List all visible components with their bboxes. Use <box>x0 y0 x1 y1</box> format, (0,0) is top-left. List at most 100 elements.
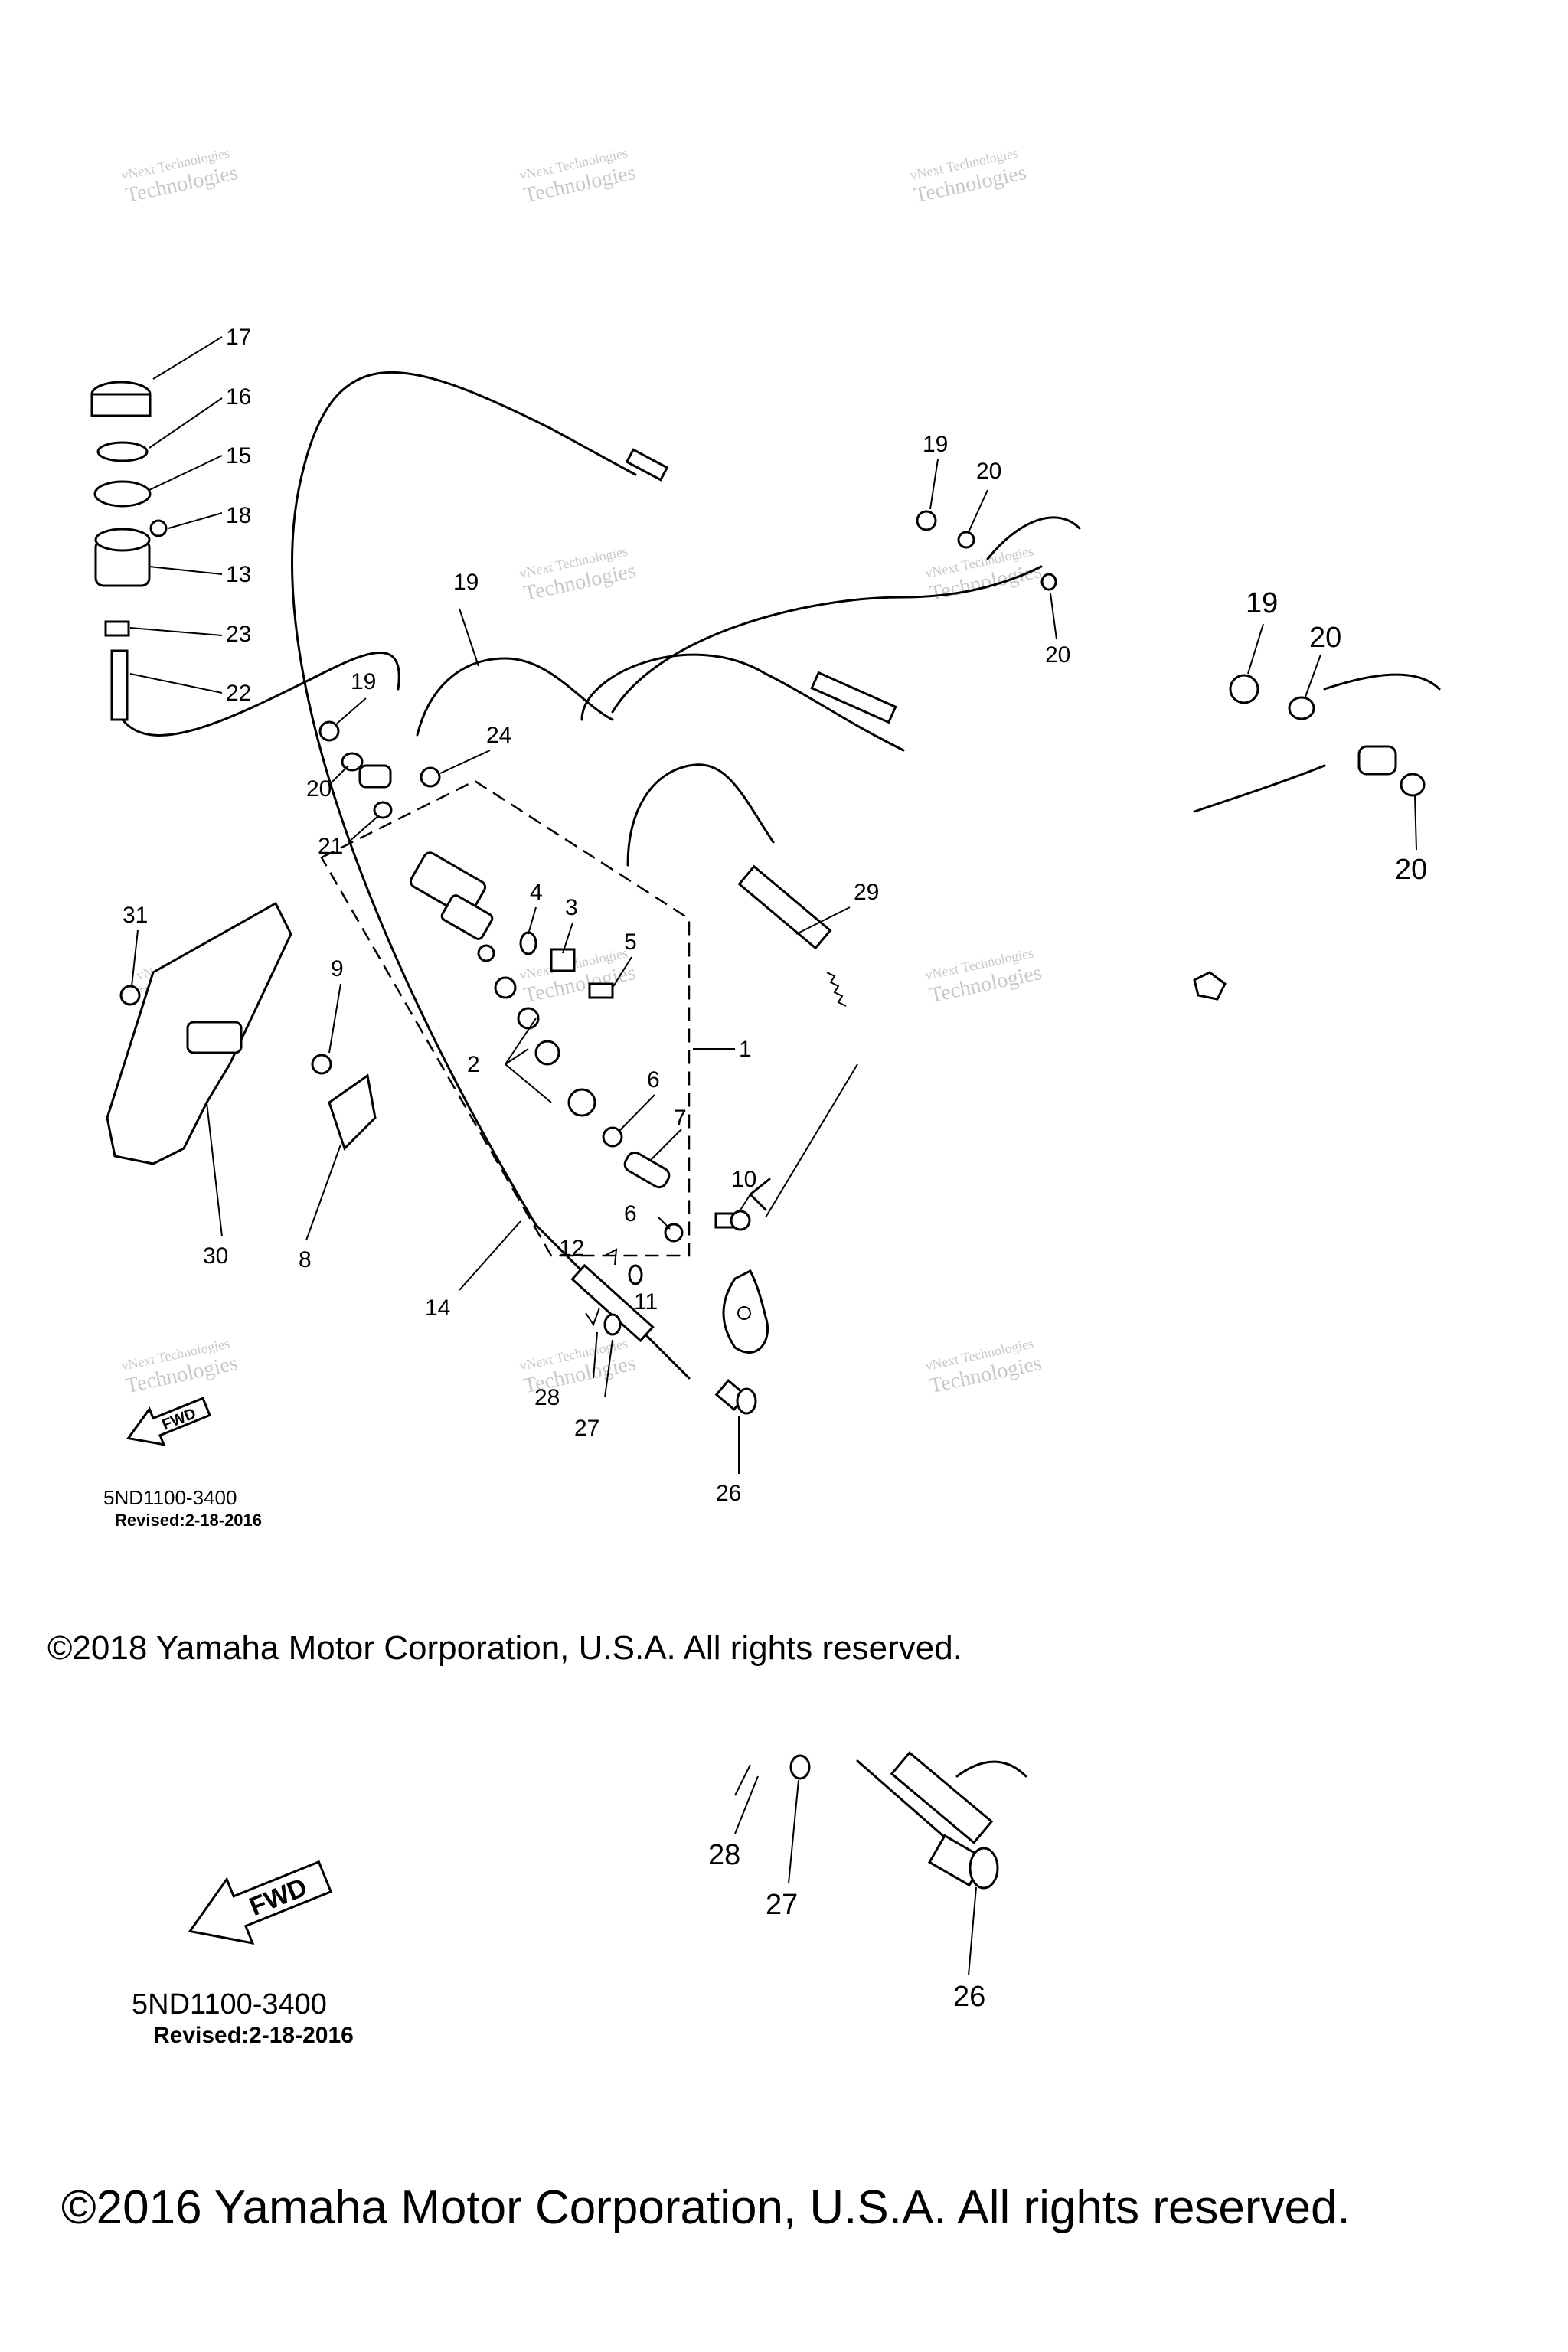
revised-large: Revised:2-18-2016 <box>153 2023 354 2048</box>
leader-20-top-b <box>1050 593 1057 640</box>
leader-23 <box>439 750 491 774</box>
leader-detail-27 <box>788 1779 799 1884</box>
leader-29 <box>795 906 851 935</box>
watermark: vNext Technologies Technologies <box>120 145 240 207</box>
callout: 1 <box>739 1037 752 1062</box>
washer-20-large-b <box>1400 773 1426 797</box>
callout: 28 <box>534 1385 560 1410</box>
leader-8 <box>305 1144 341 1241</box>
cable-29-lower <box>626 763 775 867</box>
callout: 19 <box>923 432 948 457</box>
pin-10-head <box>730 1210 751 1231</box>
callout: 14 <box>425 1295 450 1321</box>
detail-washer-27 <box>789 1754 811 1780</box>
leader-detail-28 <box>734 1775 759 1834</box>
leader-19-left <box>336 697 367 724</box>
hose-right <box>986 516 1081 560</box>
piston-part-2d <box>534 1040 560 1066</box>
cable-29-sleeve <box>810 671 897 724</box>
reservoir-cap-14-body <box>90 393 152 417</box>
hose-22-stub <box>110 649 129 721</box>
callout: 20 <box>1309 622 1341 654</box>
washer-20-top-b <box>1040 573 1057 591</box>
assembly-boundary <box>320 779 691 1257</box>
callout: 8 <box>299 1247 312 1272</box>
leader-18 <box>459 608 479 667</box>
cable-end-top <box>625 448 669 482</box>
callout: 12 <box>559 1236 584 1261</box>
bolt-19-left <box>318 720 340 742</box>
master-cylinder-port <box>440 894 494 940</box>
leader-2 <box>505 1018 552 1103</box>
washer-21 <box>373 801 393 819</box>
banjo-left <box>358 764 392 789</box>
washer-20-top <box>957 531 975 549</box>
hose-18 <box>416 657 614 737</box>
bolt-19-large <box>1229 674 1259 704</box>
callout: 22 <box>226 681 251 706</box>
piston-part-2e <box>567 1088 596 1117</box>
diaphragm-holder-15 <box>93 480 152 508</box>
callout: 21 <box>318 834 343 859</box>
leader-30 <box>206 1102 223 1237</box>
callout: 29 <box>854 880 879 905</box>
callout: 13 <box>226 562 251 587</box>
detail-fitting <box>890 1751 994 1844</box>
callout: 6 <box>647 1067 660 1093</box>
bracket-8 <box>328 1073 377 1151</box>
callouts: 17 16 15 18 13 23 22 19 19 20 21 24 19 2… <box>122 325 1427 2013</box>
leader-20-top <box>968 489 988 533</box>
diaphragm-16 <box>96 441 149 462</box>
callout: 23 <box>226 622 251 647</box>
revised-small: Revised:2-18-2016 <box>115 1511 262 1530</box>
callout: 19 <box>453 570 479 595</box>
cotter-pin-12 <box>604 1248 618 1266</box>
leader-31 <box>131 929 139 987</box>
callout: 20 <box>306 776 332 802</box>
callout: 18 <box>226 503 251 528</box>
leader-20-left <box>328 765 349 786</box>
bolt-31 <box>119 985 141 1006</box>
clip-24 <box>104 620 130 637</box>
watermark: vNext Technologies Technologies <box>120 1335 240 1398</box>
copyright-2016: ©2016 Yamaha Motor Corporation, U.S.A. A… <box>61 2181 1351 2234</box>
leader-13 <box>149 566 223 575</box>
nut-6a <box>602 1126 623 1148</box>
leader-21 <box>348 815 380 843</box>
callout: 27 <box>574 1416 599 1441</box>
detail-lever-edge <box>956 1760 1027 1778</box>
detail-cotter-28 <box>734 1764 751 1796</box>
brake-lever <box>722 1269 769 1354</box>
callout: 19 <box>351 669 376 694</box>
callout: 24 <box>486 723 511 748</box>
guard-boss <box>186 1021 243 1054</box>
leader-19-top <box>929 459 939 510</box>
watermark: vNext Technologies Technologies <box>924 945 1044 1008</box>
callout: 9 <box>331 956 344 982</box>
cables <box>121 371 1441 1380</box>
leader-3 <box>562 922 573 954</box>
leader-14 <box>152 336 223 380</box>
fwd-arrow-large: FWD <box>188 1860 333 1945</box>
copyright-2018: ©2018 Yamaha Motor Corporation, U.S.A. A… <box>47 1629 962 1667</box>
hose-22 <box>121 652 400 737</box>
hose-right-large-tail <box>1193 764 1326 813</box>
leader-detail-26 <box>968 1886 977 1976</box>
master-cylinder-group <box>409 851 858 1354</box>
leader-19-large <box>1247 623 1264 675</box>
leader-6a <box>618 1094 655 1132</box>
bolt-5 <box>588 982 614 999</box>
cable-top-right <box>611 565 1043 714</box>
watermark: vNext Technologies Technologies <box>924 1335 1044 1398</box>
pin-26-head <box>736 1387 757 1415</box>
callout: 31 <box>122 903 148 928</box>
leader-lines <box>129 336 1417 1474</box>
washer-11 <box>628 1264 643 1285</box>
washer-27 <box>603 1313 622 1336</box>
callout: 2 <box>467 1052 480 1077</box>
callout: 28 <box>708 1839 740 1871</box>
bolt-9 <box>311 1054 332 1075</box>
leader-24 <box>129 627 223 636</box>
leader-6b <box>658 1217 671 1230</box>
